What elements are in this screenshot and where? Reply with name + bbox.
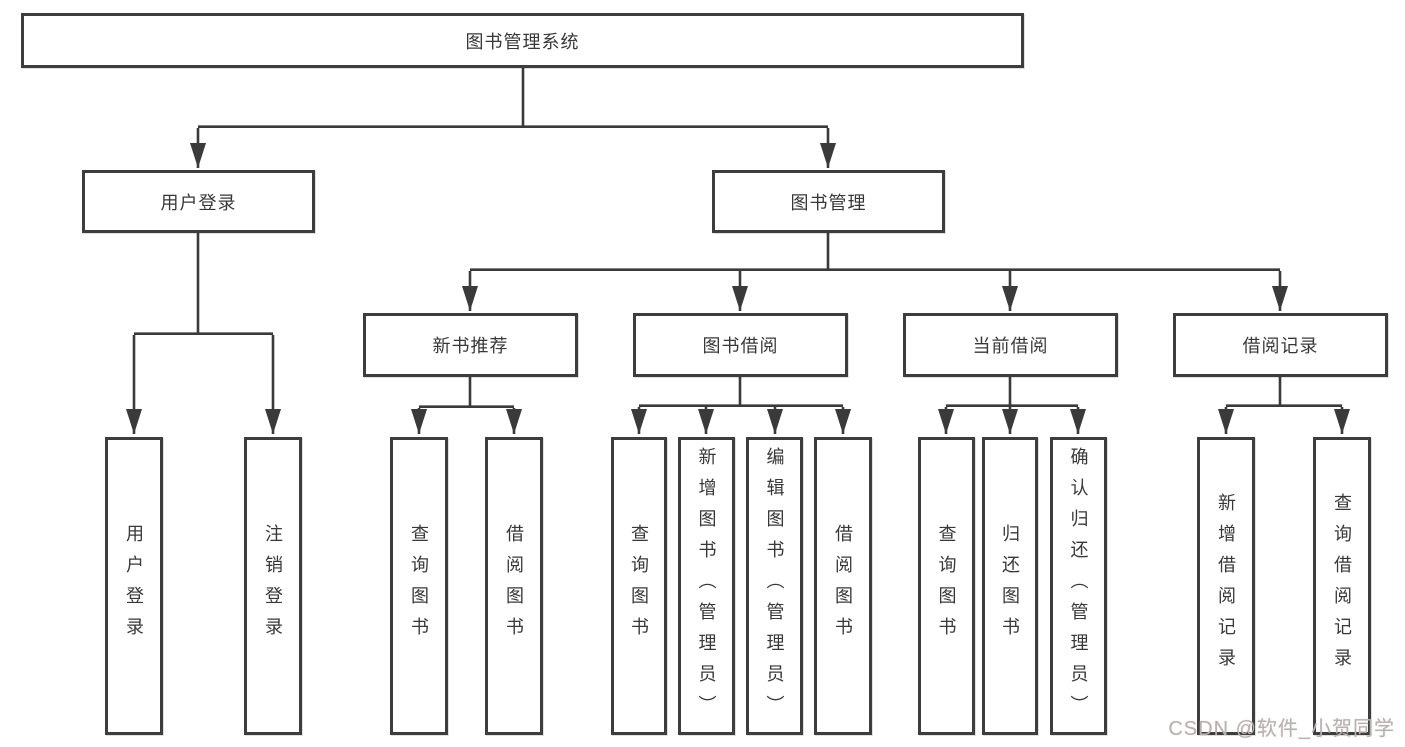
node-book-management: 图书管理 bbox=[712, 170, 945, 233]
node-book-borrow: 图书借阅 bbox=[633, 313, 848, 377]
node-borrow-records: 借阅记录 bbox=[1173, 313, 1388, 377]
leaf-label: 确认归还（管理员） bbox=[1068, 446, 1089, 726]
leaf-label: 编辑图书（管理员） bbox=[764, 446, 785, 726]
leaf-label: 归还图书 bbox=[1000, 524, 1020, 648]
leaf-label: 查询图书 bbox=[409, 524, 429, 648]
leaf-add-borrow-record: 新增借阅记录 bbox=[1197, 437, 1255, 735]
leaf-logout: 注销登录 bbox=[244, 437, 302, 735]
leaf-query-borrow-record: 查询借阅记录 bbox=[1313, 437, 1371, 735]
leaf-query-books-recommend: 查询图书 bbox=[390, 437, 448, 735]
node-root-library-system: 图书管理系统 bbox=[21, 13, 1024, 68]
leaf-label: 借阅图书 bbox=[504, 524, 524, 648]
leaf-label: 用户登录 bbox=[124, 524, 144, 648]
node-new-book-recommend: 新书推荐 bbox=[363, 313, 578, 377]
node-current-borrow: 当前借阅 bbox=[903, 313, 1118, 377]
leaf-label: 查询图书 bbox=[629, 524, 649, 648]
leaf-borrow-books-recommend: 借阅图书 bbox=[485, 437, 543, 735]
csdn-watermark: CSDN @软件_小贺同学 bbox=[1168, 718, 1395, 740]
leaf-label: 查询借阅记录 bbox=[1332, 493, 1352, 679]
leaf-user-login: 用户登录 bbox=[105, 437, 163, 735]
leaf-label: 注销登录 bbox=[263, 524, 283, 648]
node-user-login: 用户登录 bbox=[82, 170, 315, 233]
leaf-confirm-return-admin: 确认归还（管理员） bbox=[1050, 437, 1107, 735]
leaf-query-books-current: 查询图书 bbox=[918, 437, 975, 735]
leaf-label: 查询图书 bbox=[936, 524, 957, 648]
leaf-label: 新增图书（管理员） bbox=[696, 446, 717, 726]
leaf-add-books-admin: 新增图书（管理员） bbox=[678, 437, 735, 735]
leaf-borrow-books: 借阅图书 bbox=[814, 437, 872, 735]
leaf-label: 借阅图书 bbox=[833, 524, 853, 648]
leaf-edit-books-admin: 编辑图书（管理员） bbox=[746, 437, 803, 735]
leaf-label: 新增借阅记录 bbox=[1216, 493, 1236, 679]
leaf-return-books: 归还图书 bbox=[982, 437, 1038, 735]
leaf-query-books-borrow: 查询图书 bbox=[611, 437, 667, 735]
